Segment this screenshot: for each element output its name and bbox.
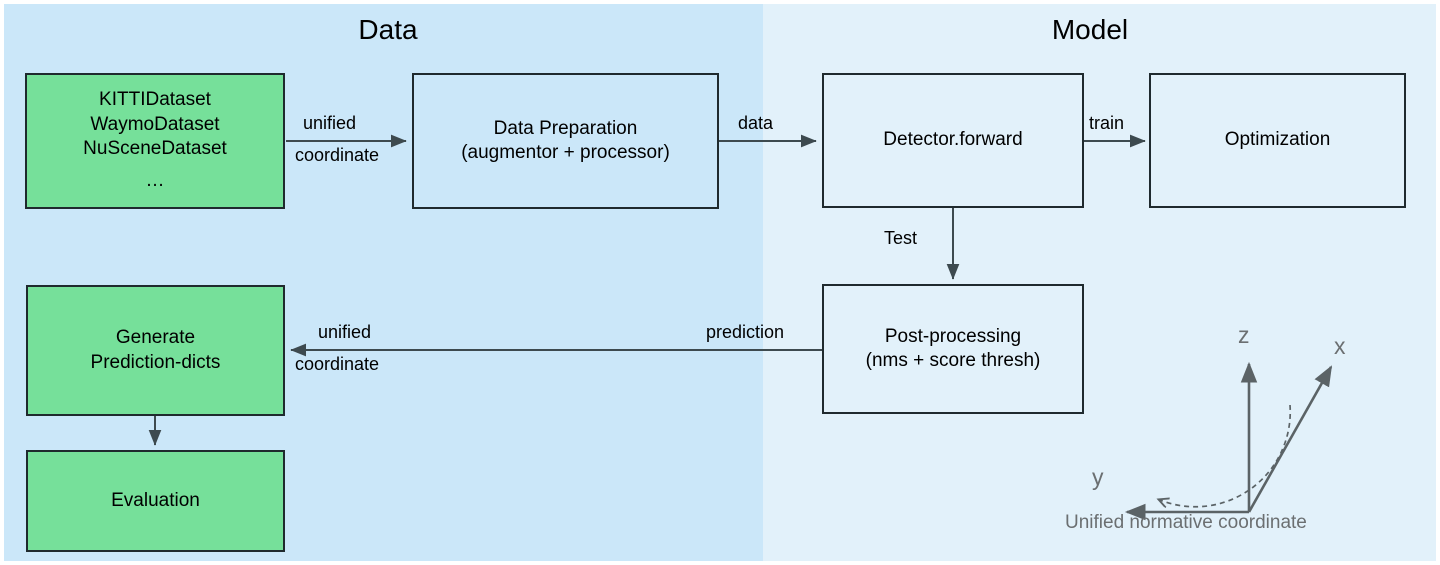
edge-label-coordinate-top: coordinate — [295, 145, 380, 165]
node-generate-prediction-dicts-line-2: Prediction-dicts — [90, 351, 221, 373]
node-datasets-line-4: … — [145, 170, 165, 192]
node-evaluation[interactable]: Evaluation — [26, 450, 285, 552]
node-datasets-line-1: KITTIDataset — [99, 89, 211, 111]
node-post-processing-line-1: Post-processing — [884, 325, 1022, 347]
axis-label-z: z — [1238, 322, 1250, 348]
node-data-preparation-line-2: (augmentor + processor) — [461, 142, 670, 163]
node-generate-prediction-dicts[interactable]: Generate Prediction-dicts — [26, 285, 285, 416]
node-data-preparation-line-1: Data Preparation — [493, 117, 638, 139]
node-datasets-line-3: NuSceneDataset — [83, 138, 227, 159]
node-optimization-label: Optimization — [1224, 129, 1331, 151]
edge-label-unified-bottom: unified — [318, 322, 372, 342]
node-detector-forward-label: Detector.forward — [883, 129, 1023, 151]
edge-label-prediction: prediction — [706, 322, 785, 342]
edge-label-unified-top: unified — [303, 113, 357, 133]
node-detector-forward[interactable]: Detector.forward — [822, 73, 1084, 208]
section-title-data: Data — [358, 14, 418, 45]
node-datasets[interactable]: KITTIDataset WaymoDataset NuSceneDataset… — [25, 73, 285, 209]
node-datasets-line-2: WaymoDataset — [90, 113, 220, 135]
edge-label-test: Test — [884, 228, 918, 248]
node-optimization[interactable]: Optimization — [1149, 73, 1406, 208]
edge-label-coordinate-bottom: coordinate — [295, 354, 380, 374]
coordinate-figure-caption: Unified normative coordinate — [1065, 512, 1307, 533]
node-generate-prediction-dicts-line-1: Generate — [115, 327, 196, 349]
node-evaluation-label: Evaluation — [111, 489, 200, 511]
edge-label-data: data — [738, 113, 774, 133]
section-title-model: Model — [1051, 14, 1129, 45]
axis-label-y: y — [1092, 464, 1104, 490]
node-post-processing-line-2: (nms + score thresh) — [865, 350, 1041, 371]
axis-label-x: x — [1334, 333, 1346, 359]
edge-label-train: train — [1089, 113, 1125, 133]
node-data-preparation[interactable]: Data Preparation (augmentor + processor) — [412, 73, 719, 209]
node-post-processing[interactable]: Post-processing (nms + score thresh) — [822, 284, 1084, 414]
